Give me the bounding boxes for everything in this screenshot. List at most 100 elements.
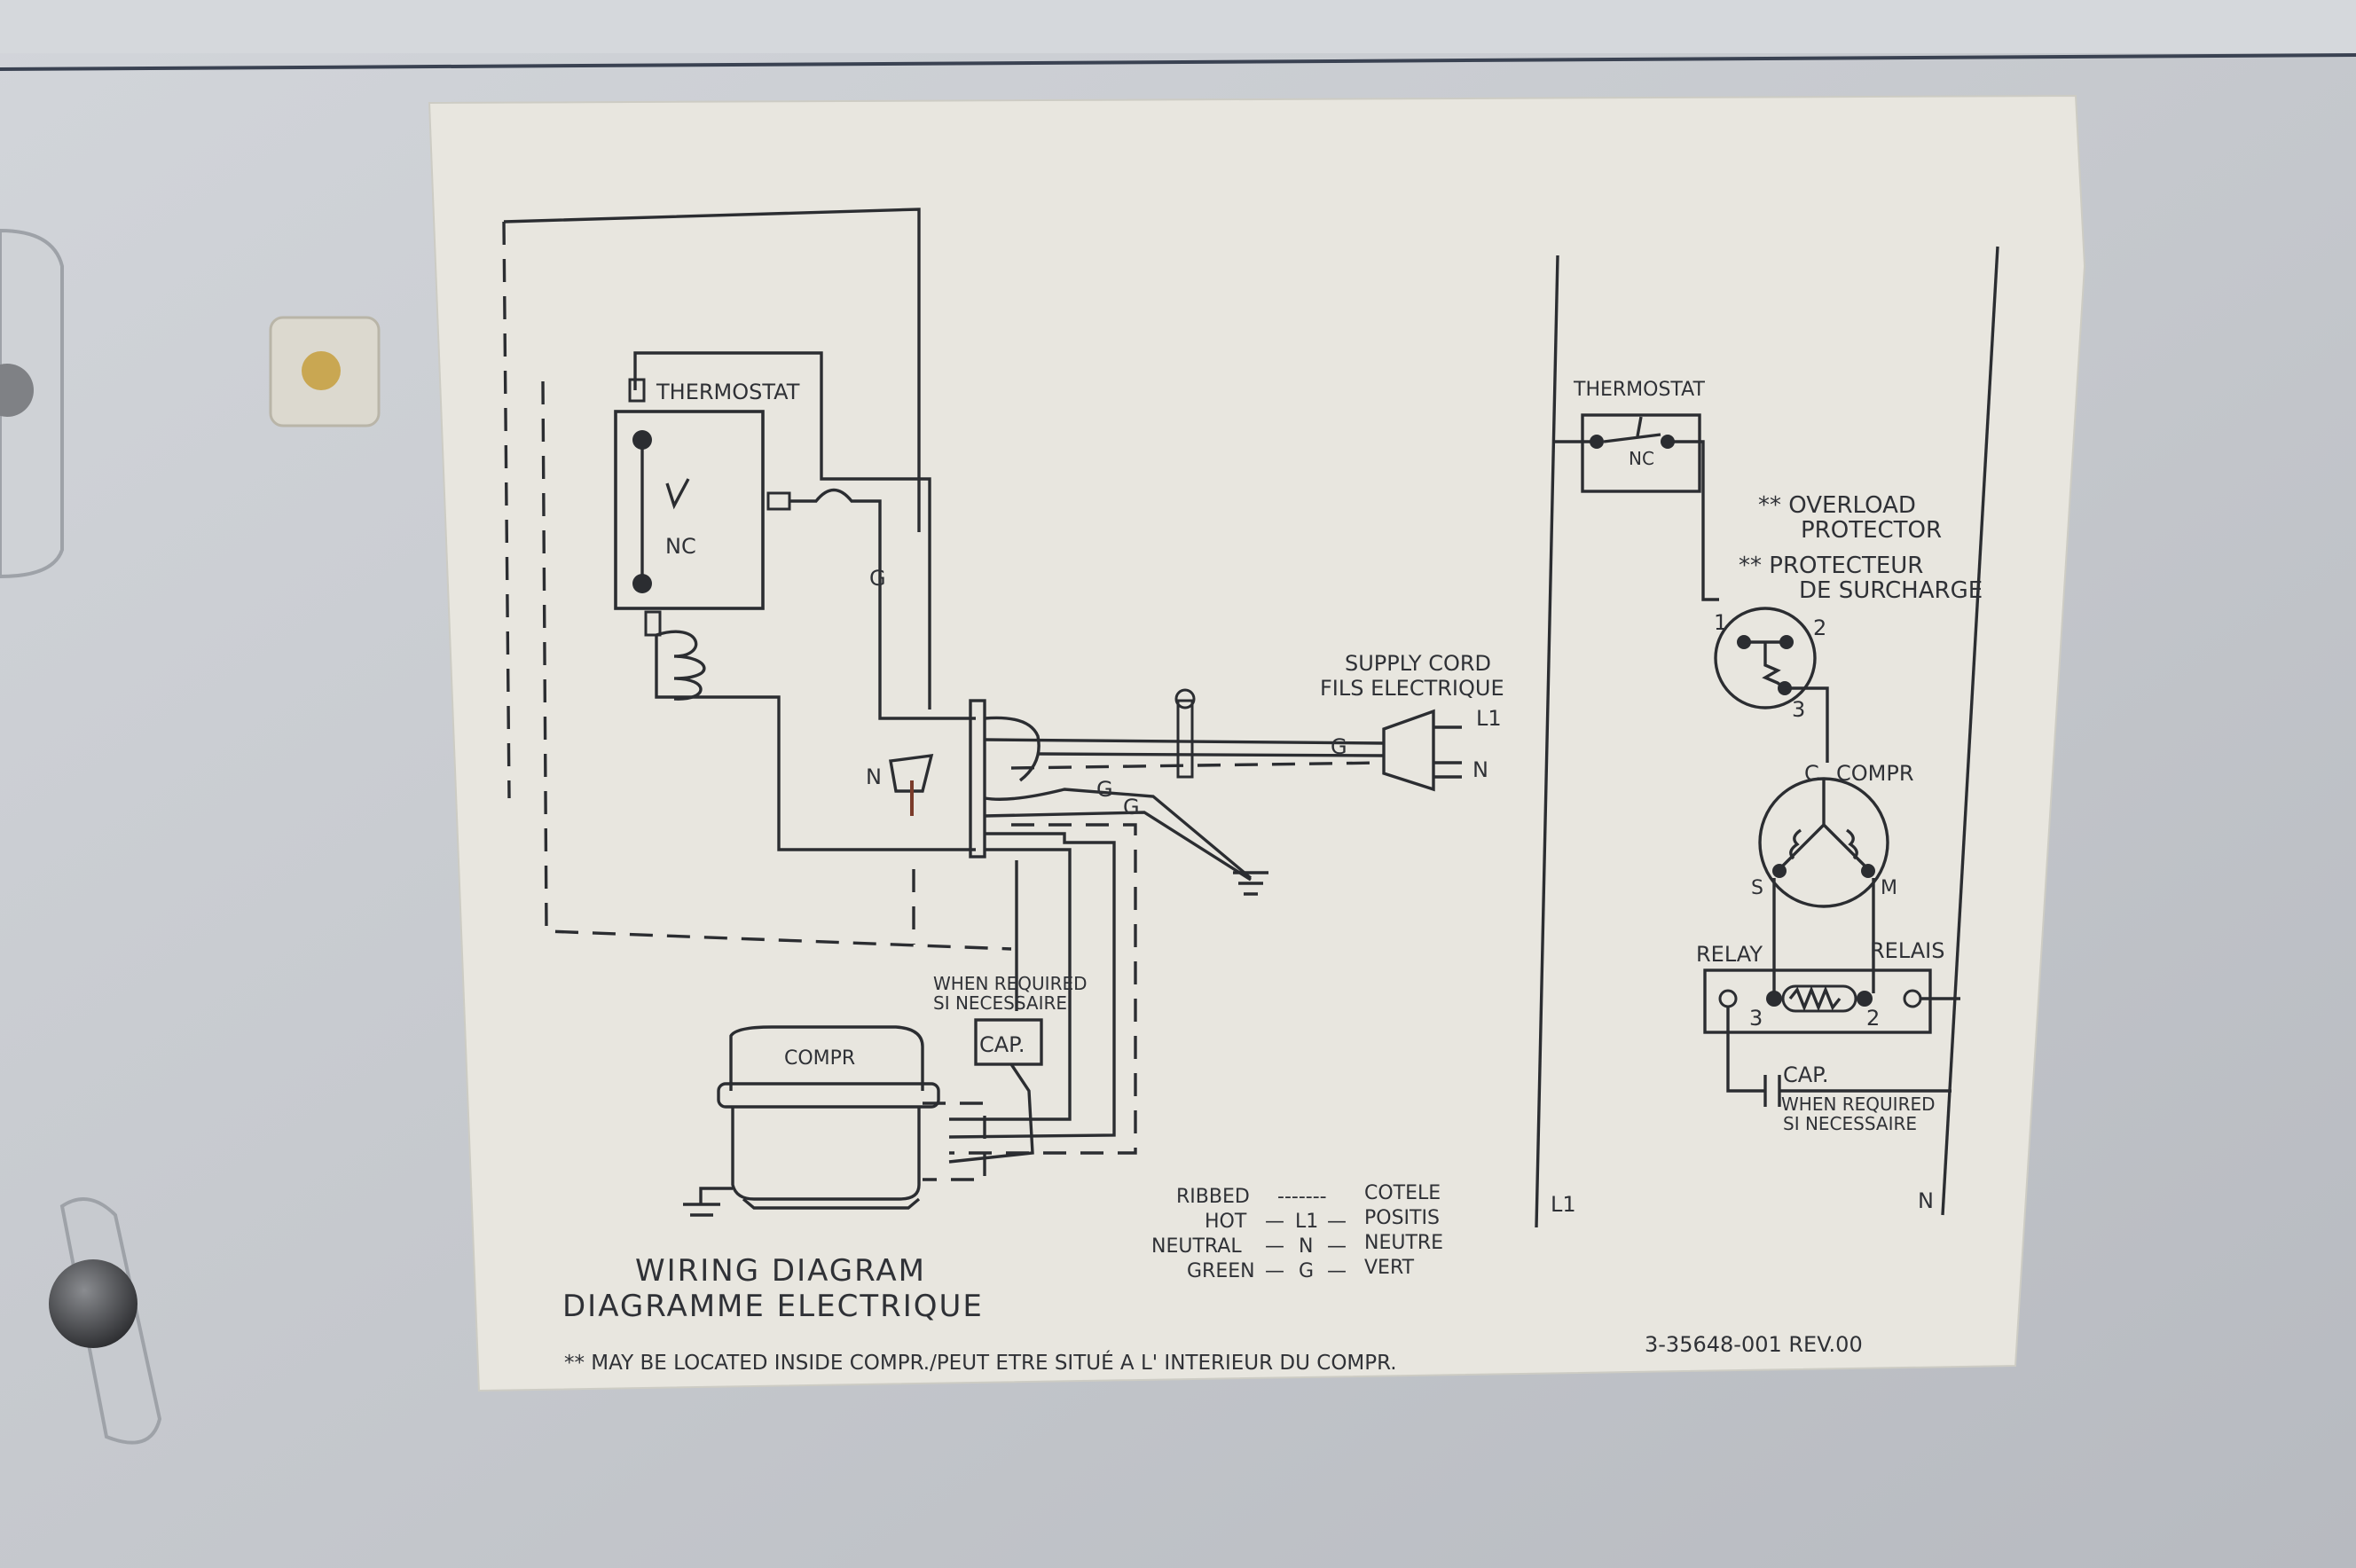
legend-row-green-dash1: — xyxy=(1265,1260,1284,1282)
compressor-top xyxy=(729,1025,924,1091)
part-number: 3-35648-001 REV.00 xyxy=(1645,1332,1863,1357)
thermostat-coil xyxy=(656,630,706,701)
thermostat-contact-bottom xyxy=(632,574,652,593)
terminal-s xyxy=(1772,864,1787,878)
legend-row-ribbed-left: RIBBED xyxy=(1176,1186,1250,1208)
thermostat-box-right xyxy=(1581,413,1701,493)
label-n-plug: N xyxy=(1472,757,1488,782)
left-diagram-labels: THERMOSTAT NC G N SUPPLY CORD FILS ELECT… xyxy=(656,380,1504,1070)
legend-row-green-right: VERT xyxy=(1364,1257,1415,1279)
motor-winding-coils xyxy=(1789,828,1858,860)
thermostat-terminal-bottom xyxy=(644,610,662,637)
supply-plug-prongs xyxy=(1433,725,1462,779)
compressor-terminal-box xyxy=(923,1102,986,1181)
label-si-necessaire-right: SI NECESSAIRE xyxy=(1783,1113,1917,1134)
thermostat-right-contact-1 xyxy=(1590,435,1604,449)
relay-resistor-zigzag xyxy=(1788,985,1842,1012)
label-protecteur-1: ** PROTECTEUR xyxy=(1739,553,1923,579)
cabinet-outline-inner-dashed xyxy=(541,380,1012,951)
label-relay-2: 2 xyxy=(1866,1006,1880,1031)
title-wiring-diagram: WIRING DIAGRAM xyxy=(635,1253,926,1289)
label-nc-right: NC xyxy=(1629,448,1654,469)
wire-to-compr-2 xyxy=(949,848,1072,1121)
thermostat-contact-symbol xyxy=(640,449,690,575)
compressor-band xyxy=(717,1082,940,1109)
legend-row-green-dash2: — xyxy=(1327,1260,1347,1282)
label-n-rail: N xyxy=(1918,1188,1934,1213)
compressor-body xyxy=(731,1107,921,1201)
motor-leads xyxy=(1772,878,1875,993)
compressor-base xyxy=(742,1197,921,1210)
label-fils-electrique: FILS ELECTRIQUE xyxy=(1320,676,1504,701)
terminal-m xyxy=(1861,864,1875,878)
title-diagramme-electrique: DIAGRAMME ELECTRIQUE xyxy=(562,1289,984,1324)
ground-wire-1 xyxy=(984,788,1253,880)
label-term-2: 2 xyxy=(1813,615,1826,640)
overload-element xyxy=(1744,640,1787,690)
relay-terminal-2 xyxy=(1857,991,1873,1007)
label-g-cord: G xyxy=(1331,734,1347,759)
thermostat-right-switch xyxy=(1603,416,1661,443)
label-supply-cord: SUPPLY CORD xyxy=(1345,651,1491,676)
legend-row-hot-dash1: — xyxy=(1265,1211,1284,1233)
keyhole-slot-top xyxy=(0,228,64,579)
panel-top-strip xyxy=(0,0,2356,53)
n-terminal-block xyxy=(889,753,934,793)
wire-thermostat-to-junction xyxy=(655,635,976,851)
label-nc-left: NC xyxy=(665,534,696,559)
label-term-1: 1 xyxy=(1714,610,1727,635)
legend-row-neutral-dash2: — xyxy=(1327,1235,1347,1258)
label-si-necessaire-left: SI NECESSAIRE xyxy=(933,992,1067,1014)
thermostat-box-left xyxy=(614,410,765,610)
wire-g-thermostat xyxy=(789,488,976,720)
supply-plug-body xyxy=(1382,709,1435,792)
label-cap-left: CAP. xyxy=(979,1032,1025,1057)
cabinet-outline-left-dashed xyxy=(502,221,511,799)
label-s: S xyxy=(1751,877,1763,899)
legend-row-neutral-left: NEUTRAL xyxy=(1151,1235,1242,1258)
capacitor-box-left xyxy=(974,1018,1043,1066)
label-l1-rail: L1 xyxy=(1551,1192,1576,1217)
capacitor-right-plates xyxy=(1763,1075,1781,1107)
screw-top-left xyxy=(0,364,34,417)
legend-row-hot-right: POSITIS xyxy=(1364,1207,1440,1229)
compressor-ground-symbol xyxy=(683,1187,733,1217)
cabinet-outline-top xyxy=(503,208,921,532)
label-c: C xyxy=(1804,761,1819,786)
legend-row-hot-mid: L1 xyxy=(1295,1211,1318,1233)
thermostat-terminal-top xyxy=(628,378,646,403)
motor-windings xyxy=(1778,779,1870,871)
relay-terminal-left xyxy=(1718,989,1738,1008)
screw-bottom-left xyxy=(49,1259,137,1348)
label-overload-2: PROTECTOR xyxy=(1801,517,1942,544)
panel-plug-center xyxy=(302,351,341,390)
junction-block xyxy=(969,699,986,858)
relay-box xyxy=(1703,968,1932,1034)
wire-overload-to-compr xyxy=(1785,686,1829,763)
right-schematic-labels: THERMOSTAT NC ** OVERLOAD PROTECTOR ** P… xyxy=(1551,379,1983,1217)
wire-to-compr-1 xyxy=(948,832,1116,1139)
wire-thermostat-to-overload xyxy=(1668,440,1719,601)
relay-terminal-3 xyxy=(1766,991,1782,1007)
relay-resistor-body xyxy=(1781,984,1857,1013)
label-relay: RELAY xyxy=(1696,942,1763,967)
legend-row-green-left: GREEN xyxy=(1187,1260,1255,1282)
supply-cord-wires xyxy=(984,738,1385,757)
label-thermostat-left: THERMOSTAT xyxy=(656,380,800,404)
label-overload-1: ** OVERLOAD xyxy=(1758,492,1916,519)
label-compr-right: COMPR xyxy=(1836,761,1914,786)
label-g-ground-1: G xyxy=(1096,777,1113,802)
cap-branch-wire xyxy=(1726,1007,1952,1093)
chassis-ground-symbol xyxy=(1233,871,1268,896)
legend-row-neutral-right: NEUTRE xyxy=(1364,1232,1443,1254)
legend-row-green-mid: G xyxy=(1299,1260,1314,1282)
label-l1-plug: L1 xyxy=(1476,706,1502,731)
rail-n xyxy=(1941,246,1999,1216)
label-when-required-right: WHEN REQUIRED xyxy=(1781,1094,1936,1115)
supply-cord-dashed xyxy=(1010,761,1385,770)
label-compr-left: COMPR xyxy=(784,1047,855,1070)
label-thermostat-right: THERMOSTAT xyxy=(1573,379,1706,401)
thermostat-wire-top xyxy=(633,351,931,710)
legend-row-ribbed-dashes: ------- xyxy=(1277,1186,1327,1208)
